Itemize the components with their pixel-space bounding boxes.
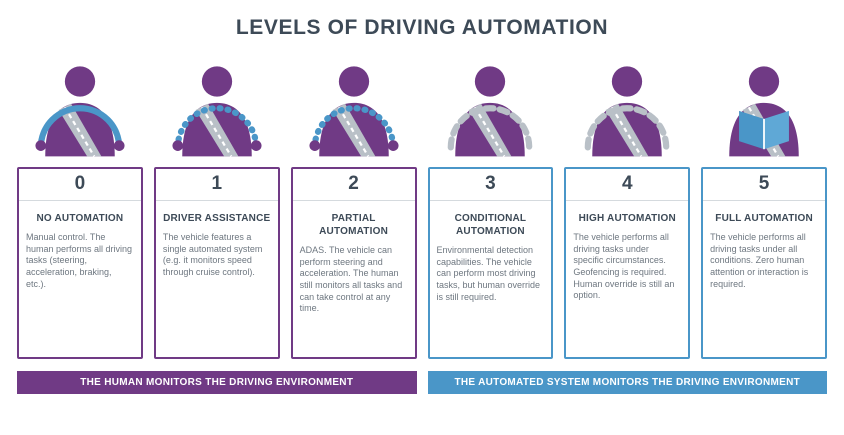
- level-number: 3: [429, 169, 552, 201]
- driver-dotted-wheel-icon: [309, 65, 399, 158]
- icon-cell-level-4: [564, 46, 690, 158]
- level-title: DRIVER ASSISTANCE: [163, 213, 271, 224]
- level-title: FULL AUTOMATION: [715, 213, 813, 224]
- human-monitors-banner: THE HUMAN MONITORS THE DRIVING ENVIRONME…: [17, 371, 417, 394]
- level-card-4: 4 HIGH AUTOMATION The vehicle performs a…: [564, 167, 691, 359]
- level-description: The vehicle performs all driving tasks u…: [573, 232, 675, 301]
- level-description: The vehicle features a single automated …: [162, 232, 263, 278]
- automated-system-monitors-banner: THE AUTOMATED SYSTEM MONITORS THE DRIVIN…: [427, 371, 827, 394]
- driver-hands-on-wheel-icon: [35, 65, 125, 158]
- level-title: HIGH AUTOMATION: [578, 213, 676, 224]
- passenger-reading-book-icon: [728, 65, 800, 158]
- driver-dotted-wheel-icon: [172, 65, 262, 158]
- icon-cell-level-0: [17, 46, 143, 158]
- level-number: 5: [703, 169, 825, 201]
- level-card-0: 0 NO AUTOMATION Manual control. The huma…: [17, 167, 143, 359]
- level-description: Manual control. The human performs all d…: [26, 232, 133, 289]
- level-title: CONDITIONAL AUTOMATION: [454, 213, 527, 237]
- level-description: Environmental detection capabilities. Th…: [436, 245, 541, 302]
- level-number: 0: [19, 169, 141, 201]
- level-number: 2: [292, 169, 415, 201]
- icons-row: [17, 46, 827, 167]
- level-number: 4: [566, 169, 689, 201]
- level-card-5: 5 FULL AUTOMATION The vehicle performs a…: [701, 167, 827, 359]
- level-title: NO AUTOMATION: [36, 213, 124, 224]
- icon-cell-level-5: [701, 46, 827, 158]
- level-card-3: 3 CONDITIONAL AUTOMATION Environmental d…: [427, 167, 554, 359]
- banners-row: THE HUMAN MONITORS THE DRIVING ENVIRONME…: [17, 371, 827, 394]
- level-card-2: 2 PARTIAL AUTOMATION ADAS. The vehicle c…: [290, 167, 417, 359]
- icon-cell-level-2: [291, 46, 417, 158]
- driver-dashed-wheel-icon: [448, 65, 533, 158]
- page-title: LEVELS OF DRIVING AUTOMATION: [235, 16, 609, 39]
- cards-row: 0 NO AUTOMATION Manual control. The huma…: [17, 167, 827, 359]
- level-title: PARTIAL AUTOMATION: [319, 213, 388, 237]
- level-number: 1: [155, 169, 278, 201]
- level-description: The vehicle performs all driving tasks u…: [710, 232, 809, 289]
- level-card-1: 1 DRIVER ASSISTANCE The vehicle features…: [153, 167, 280, 359]
- level-description: ADAS. The vehicle can perform steering a…: [299, 245, 403, 314]
- driver-dashed-wheel-icon: [584, 65, 670, 158]
- icon-cell-level-3: [428, 46, 554, 158]
- icon-cell-level-1: [154, 46, 280, 158]
